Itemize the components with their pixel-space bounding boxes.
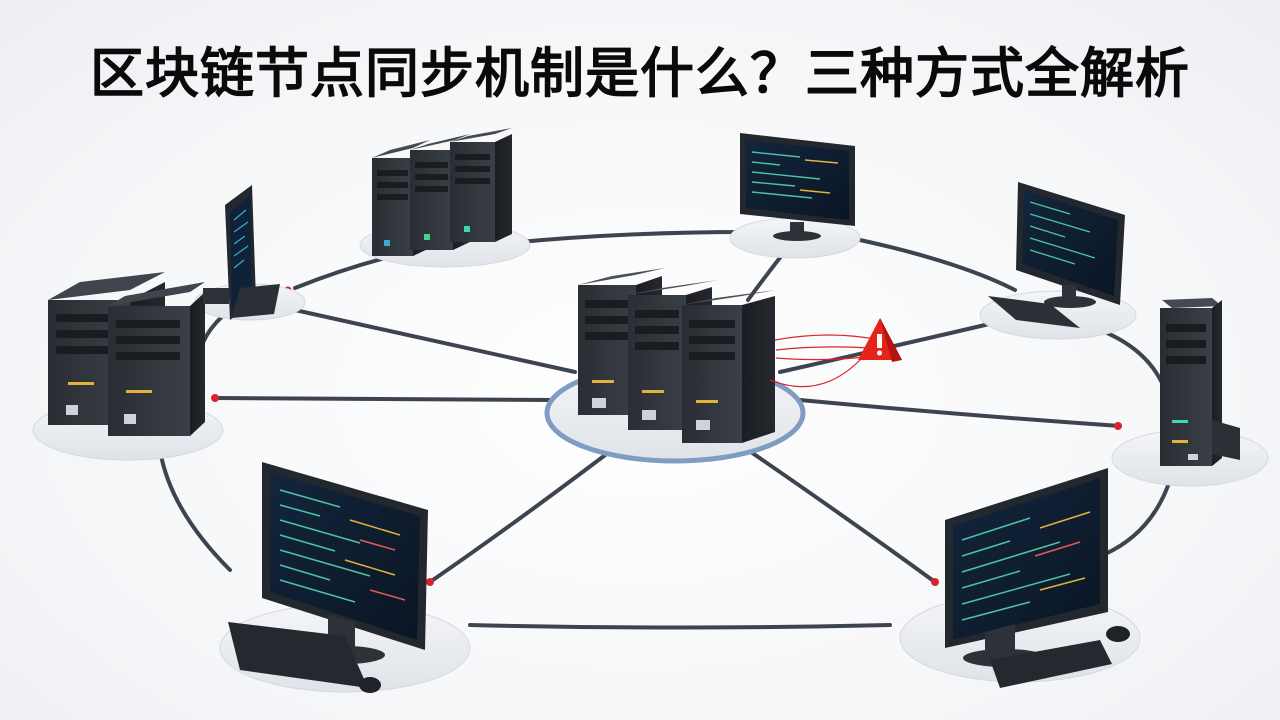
connector	[1114, 422, 1122, 430]
mouse-icon	[1106, 626, 1130, 642]
warning-cone-icon	[858, 318, 902, 362]
connector	[426, 578, 434, 586]
cable	[158, 448, 232, 572]
server-tower-icon	[450, 128, 512, 242]
cable	[293, 256, 387, 290]
network-cables	[158, 230, 1172, 630]
cable	[293, 308, 577, 374]
keyboard-icon	[988, 296, 1080, 328]
keyboard-icon	[232, 284, 280, 318]
cable	[428, 438, 627, 584]
desktop-monitor-icon	[740, 133, 855, 241]
desktop-monitor-icon	[203, 185, 256, 320]
desktop-monitor-icon	[945, 468, 1108, 667]
connector	[931, 578, 939, 586]
cable	[778, 316, 1017, 374]
connector	[211, 394, 219, 402]
cable	[468, 623, 892, 630]
cable	[746, 448, 937, 584]
cable	[1098, 328, 1167, 392]
cable	[213, 396, 557, 402]
cable	[798, 398, 1122, 428]
cable	[858, 238, 1017, 292]
server-tower-icon	[1160, 298, 1240, 466]
server-tower-icon	[682, 290, 776, 443]
server-tower-icon	[108, 282, 205, 436]
mouse-icon	[359, 677, 381, 693]
keyboard-icon	[990, 640, 1112, 688]
keyboard-icon	[228, 622, 368, 688]
page-title: 区块链节点同步机制是什么？三种方式全解析	[90, 42, 1190, 105]
desktop-monitor-icon	[1016, 182, 1125, 308]
desktop-monitor-icon	[262, 462, 428, 664]
